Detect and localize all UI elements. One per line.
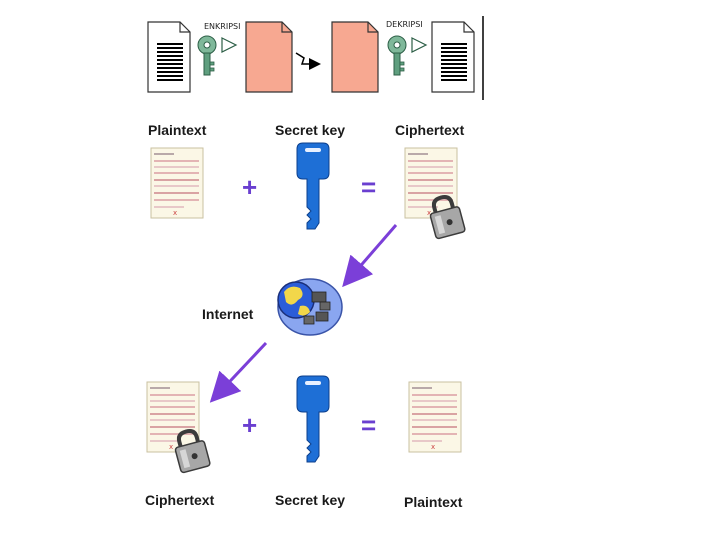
plaintext-label-bottom: Plaintext: [404, 494, 463, 510]
equals-operator-bottom: =: [361, 410, 377, 440]
internet-label: Internet: [202, 306, 254, 322]
plaintext-document-icon: [150, 147, 204, 219]
secret-key-icon-receiver: [296, 375, 330, 463]
plaintext-label: Plaintext: [148, 122, 207, 138]
secret-key-label: Secret key: [275, 122, 346, 138]
top-diagram: [147, 16, 484, 100]
receive-arrow-icon: [209, 341, 268, 403]
plaintext-doc-icon: [147, 21, 191, 93]
plus-operator: +: [242, 172, 258, 202]
encrypt-arrow-icon: [221, 37, 238, 53]
decrypted-doc-icon: [431, 21, 475, 93]
equals-operator: =: [361, 172, 377, 202]
received-doc-icon: [331, 21, 379, 93]
encrypt-key-icon: [197, 35, 217, 76]
ciphertext-label: Ciphertext: [395, 122, 465, 138]
plus-operator-bottom: +: [242, 410, 258, 440]
internet-globe-icon: [277, 278, 343, 336]
encrypted-doc-icon: [245, 21, 293, 93]
ciphertext-label-bottom: Ciphertext: [145, 492, 215, 508]
decrypt-label: DEKRIPSI: [386, 20, 423, 29]
encrypt-label: ENKRIPSI: [204, 22, 241, 31]
secret-key-label-bottom: Secret key: [275, 492, 346, 508]
transfer-arrow-icon: [295, 52, 321, 70]
decrypt-key-icon: [387, 35, 407, 76]
plaintext-document-icon-decrypted: [408, 381, 462, 453]
send-arrow-icon: [342, 224, 398, 288]
secret-key-icon: [296, 142, 330, 230]
decrypt-arrow-icon: [411, 37, 428, 53]
ciphertext-document-icon-received: [146, 381, 200, 453]
ciphertext-document-icon: [404, 147, 458, 219]
